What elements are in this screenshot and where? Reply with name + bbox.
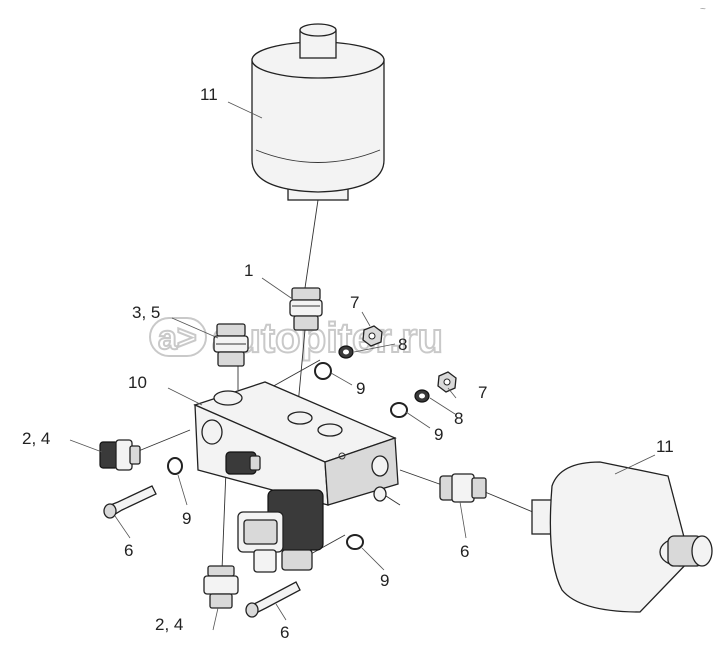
watermark-text: autopiter.ru	[212, 314, 443, 361]
bolt-6-left	[103, 485, 157, 519]
label-1: 1	[244, 261, 253, 280]
bolt-6-bottom	[245, 581, 301, 618]
label-3-5: 3, 5	[132, 303, 160, 322]
hydraulic-accumulator-top	[251, 23, 385, 201]
seal-ring-9-b	[390, 402, 408, 418]
label-11-top: 11	[200, 85, 218, 104]
label-6-left: 6	[124, 541, 133, 560]
label-10: 10	[128, 373, 147, 392]
seal-ring-9-d	[346, 534, 364, 550]
fitting-2-4-bottom	[203, 565, 239, 609]
washer-8-lower	[414, 389, 430, 403]
seal-ring-9-c	[167, 457, 183, 475]
fitting-3-5	[213, 323, 249, 367]
svg-text:a>: a>	[158, 319, 197, 357]
label-9-b: 9	[434, 425, 443, 444]
block-port-fitting	[225, 451, 261, 475]
label-7-lower: 7	[478, 383, 487, 402]
leader-lines	[69, 101, 656, 631]
label-8-lower: 8	[454, 409, 463, 428]
solenoid-valve	[237, 489, 324, 573]
fitting-1	[289, 287, 323, 331]
hydraulic-accumulator-right	[531, 461, 713, 613]
corner-mark: ~	[700, 4, 706, 15]
label-2-4-left: 2, 4	[22, 429, 50, 448]
label-8-upper: 8	[398, 335, 407, 354]
valve-block-10	[193, 381, 399, 506]
nut-7-upper	[362, 325, 383, 347]
watermark-logo: a>	[149, 317, 207, 358]
label-6-bottom: 6	[280, 623, 289, 642]
label-9-a: 9	[356, 379, 365, 398]
washer-8-upper	[338, 345, 354, 359]
label-11-right: 11	[656, 437, 674, 456]
label-7-upper: 7	[350, 293, 359, 312]
seal-ring-9-a	[314, 362, 332, 380]
label-9-c: 9	[182, 509, 191, 528]
fitting-right	[439, 473, 487, 503]
label-2-4-bottom: 2, 4	[155, 615, 183, 634]
fitting-2-4-left	[99, 439, 141, 471]
callout-labels: 11 11 1 3, 5 10 2, 4 2, 4 7 7 8 8 9 9 9 …	[22, 85, 674, 642]
label-9-d: 9	[380, 571, 389, 590]
label-6-right: 6	[460, 542, 469, 561]
nut-7-lower	[437, 371, 457, 393]
